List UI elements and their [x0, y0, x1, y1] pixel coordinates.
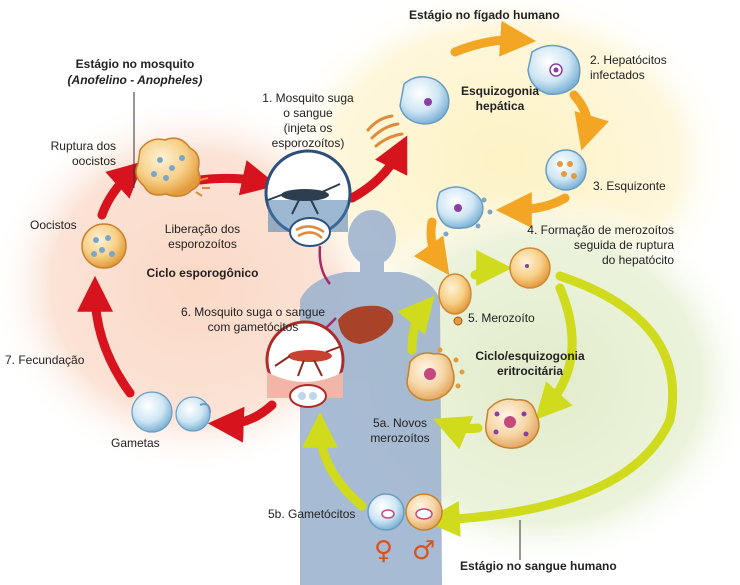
gametes-cells	[131, 391, 211, 433]
merozoite-cell	[438, 273, 472, 326]
arrow-merozoite-to-cell	[470, 250, 513, 287]
rupturing-hepatocyte-cell	[436, 186, 493, 237]
step2-label: 2. Hepatócitos infectados	[590, 53, 667, 82]
gametes-label: Gametas	[111, 436, 160, 450]
red-arrows	[77, 135, 408, 443]
step5a-label: 5a. Novos merozoítos	[370, 416, 430, 445]
arrow-blood-loop	[423, 271, 678, 537]
oocyst-rupture-label: Ruptura dos oocistos	[50, 139, 116, 168]
step1-label: 1. Mosquito suga o sangue (injeta os esp…	[262, 91, 354, 150]
hepatocyte-entry-cell	[399, 76, 450, 125]
arrow-oocysts-to-rupture	[97, 161, 144, 220]
schizont-cell	[545, 149, 587, 191]
infected-hepatocyte-cell	[527, 44, 581, 95]
arrow-schizont-to-new-merozoites	[433, 415, 483, 450]
step3-label: 3. Esquizonte	[593, 179, 666, 193]
arrow-rupture-to-merozoite	[413, 217, 450, 276]
erythrocyte-infected-cell	[509, 247, 551, 289]
arrow-oocyst-rupture-to-mosquito	[195, 160, 278, 196]
cycle-erythrocytic-label: Ciclo/esquizogonia eritrocitária	[475, 349, 585, 378]
stage-liver-label: Estágio no fígado humano	[409, 8, 560, 22]
oocyst-cell	[81, 223, 127, 269]
stage-mosquito-species-label: (Anofelino - Anopheles)	[67, 73, 203, 87]
stage-mosquito-label: Estágio no mosquito	[75, 57, 195, 71]
gametocyte-cells	[367, 493, 443, 531]
step5-label: 5. Merozoíto	[468, 311, 535, 325]
arrow-mosquito2-to-gametes	[207, 400, 277, 443]
new-merozoites-cell	[406, 347, 465, 401]
step4-label: 4. Formação de merozoítos seguida de rup…	[527, 223, 674, 267]
mosquito-gametocytes-circle	[265, 320, 345, 408]
green-arrows	[302, 250, 678, 537]
step7-label: 7. Fecundação	[5, 353, 85, 367]
arrow-liver-to-hepatocytes	[450, 20, 537, 57]
line-bite-to-human	[318, 245, 331, 285]
arrow-erythro-to-merozoite	[397, 295, 435, 355]
liver-organ	[338, 305, 394, 344]
arrow-cell-to-schizont	[535, 283, 577, 420]
arrow-hepatocytes-to-schizont	[569, 90, 609, 151]
step5b-label: 5b. Gametócitos	[268, 507, 356, 521]
oocyst-rupture-cell	[135, 137, 210, 197]
arrow-gametes-to-oocysts	[77, 275, 135, 398]
arrow-mosquito-to-liver	[347, 135, 408, 203]
male-symbol-icon: ♂	[412, 536, 436, 566]
stage-blood-label: Estágio no sangue humano	[460, 559, 617, 573]
oocysts-label: Oocistos	[30, 218, 77, 232]
release-sporozoites-label: Liberação dos esporozoítos	[164, 222, 241, 251]
cycle-hepatic-label: Esquizogonia hepática	[461, 84, 539, 113]
mosquito-feeding-circle	[264, 149, 352, 247]
orange-arrows	[413, 20, 609, 276]
sporozoites	[366, 114, 404, 148]
arrow-schizont-to-merozoites	[495, 191, 570, 228]
arrow-gametocytes-to-mosquito	[302, 411, 367, 511]
cycle-sporogonic-label: Ciclo esporogônico	[146, 266, 259, 280]
female-symbol-icon: ♀	[374, 536, 394, 566]
step6-label: 6. Mosquito suga o sangue com gametócito…	[180, 305, 326, 334]
erythrocytic-schizont-cell	[485, 398, 540, 449]
